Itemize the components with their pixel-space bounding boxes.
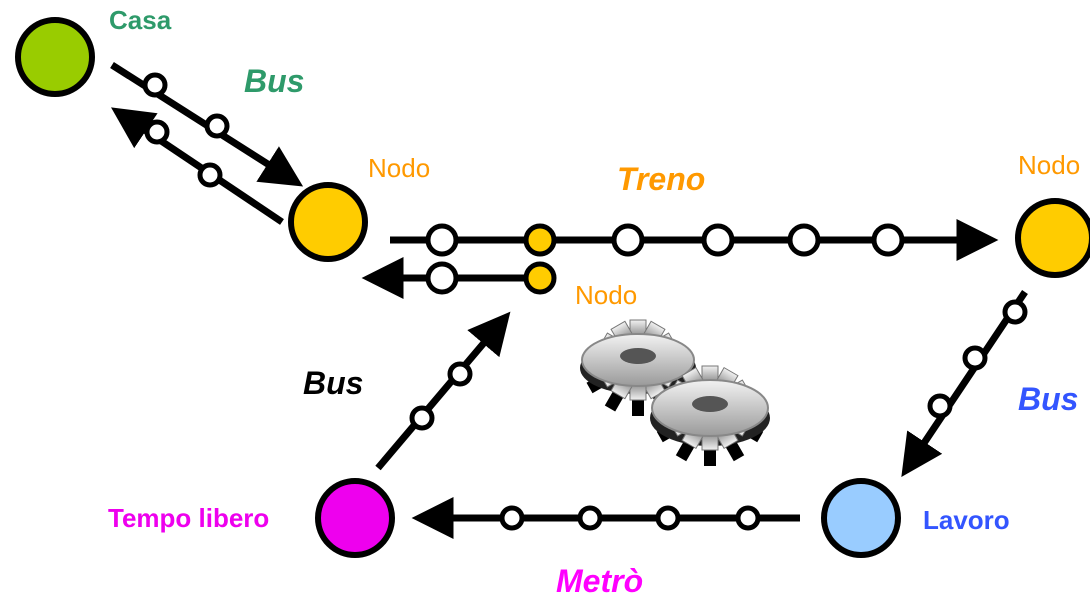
label-metro: Metrò: [556, 563, 643, 599]
stop: [1002, 299, 1028, 325]
label-treno: Treno: [617, 161, 705, 197]
label-bus-left: Bus: [303, 365, 363, 401]
bus-line-nodo-to-casa: [111, 107, 284, 225]
bus-line-tempo-to-nodo: [375, 311, 511, 471]
node-casa: [15, 17, 95, 97]
label-bus-top: Bus: [244, 63, 304, 99]
stop: [611, 223, 645, 257]
label-lavoro: Lavoro: [923, 505, 1010, 535]
stop: [144, 119, 170, 145]
node-nodo-left: [288, 182, 368, 262]
label-nodo-left: Nodo: [368, 153, 430, 183]
stop: [577, 505, 603, 531]
label-nodo-right: Nodo: [1018, 150, 1080, 180]
node-lavoro: [821, 478, 901, 558]
node-nodo-mid-bottom: [523, 261, 557, 295]
node-tempo-libero: [315, 478, 395, 558]
stop: [735, 505, 761, 531]
node-nodo-mid-top: [523, 223, 557, 257]
stop: [701, 223, 735, 257]
gears-icon: [580, 319, 770, 466]
stop: [655, 505, 681, 531]
stop: [197, 162, 223, 188]
stop: [204, 113, 230, 139]
label-nodo-mid: Nodo: [575, 280, 637, 310]
stop: [962, 345, 988, 371]
label-tempo-libero: Tempo libero: [108, 503, 269, 533]
stop: [409, 405, 435, 431]
label-bus-right: Bus: [1018, 381, 1078, 417]
stop: [787, 223, 821, 257]
stop: [142, 72, 168, 98]
stop: [927, 393, 953, 419]
stop: [425, 223, 459, 257]
stop: [447, 361, 473, 387]
label-casa: Casa: [109, 5, 172, 35]
stop: [425, 261, 459, 295]
stop: [499, 505, 525, 531]
bus-line-nodo-to-lavoro: [901, 290, 1028, 477]
stops: [142, 72, 1028, 531]
stop: [871, 223, 905, 257]
node-nodo-right: [1015, 198, 1090, 278]
